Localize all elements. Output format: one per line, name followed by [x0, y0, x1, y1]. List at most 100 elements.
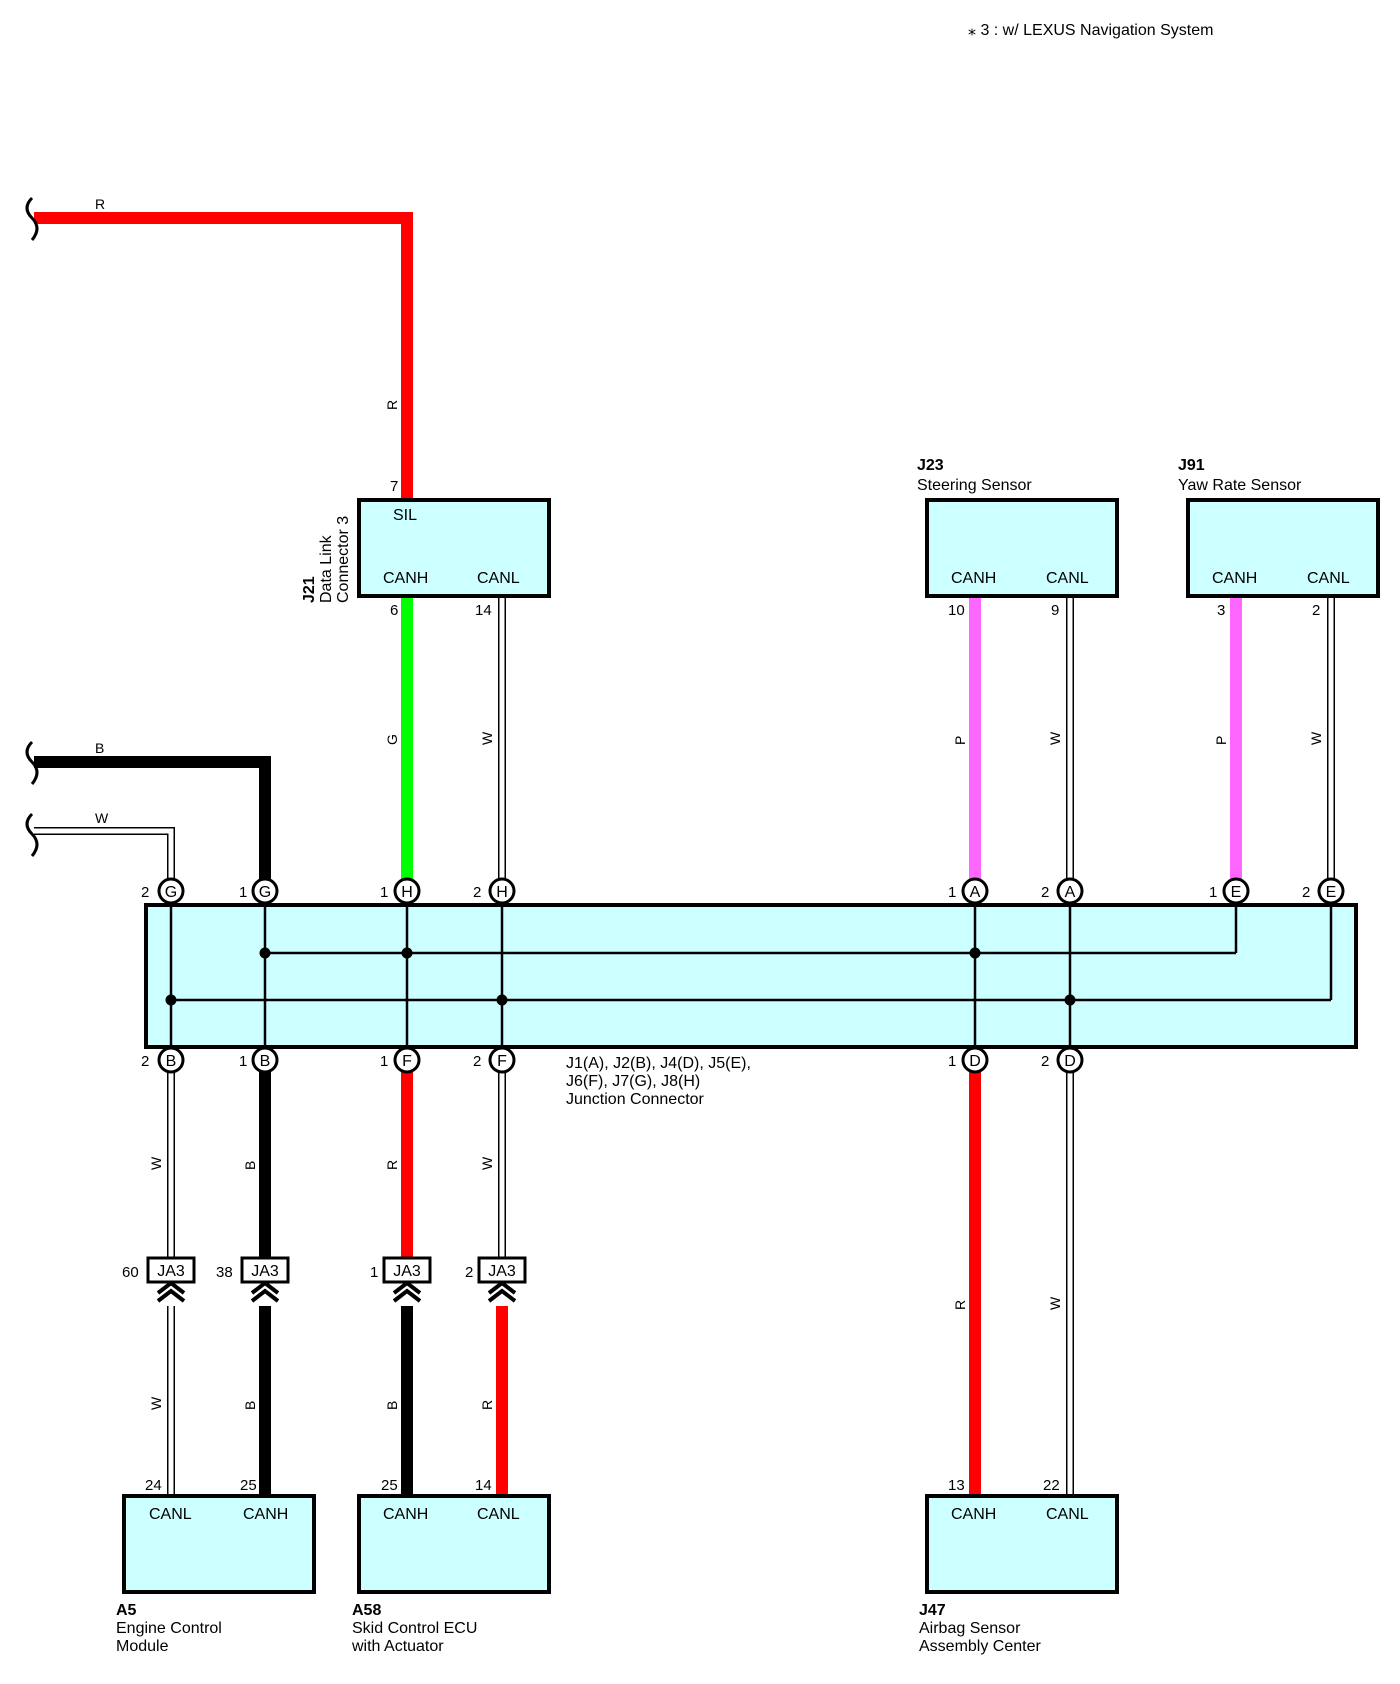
- wire-break-symbols: [25, 196, 39, 857]
- break-r: [25, 196, 39, 241]
- j91-pin-canh: 3: [1217, 602, 1225, 619]
- svg-text:B: B: [260, 1053, 271, 1070]
- junction-label-name: Junction Connector: [566, 1091, 705, 1108]
- j91-pin-canl: 2: [1312, 602, 1320, 619]
- a58-term-canl: CANL: [477, 1506, 520, 1523]
- j23-term-canl: CANL: [1046, 570, 1089, 587]
- svg-text:2: 2: [473, 1053, 481, 1070]
- a5-pin-canl: 24: [145, 1477, 162, 1494]
- junction-pin-2f: 2 F: [473, 1046, 516, 1074]
- svg-text:B: B: [166, 1053, 177, 1070]
- j21-term-sil: SIL: [393, 507, 417, 524]
- j91-code: J91: [1178, 457, 1205, 474]
- j47-term-canh: CANH: [951, 1506, 996, 1523]
- wire-r-top: [34, 212, 413, 500]
- svg-text:G: G: [165, 884, 177, 901]
- svg-text:1: 1: [239, 884, 247, 901]
- j21-name-line1: Data Link: [318, 534, 335, 603]
- j91-yaw-rate-sensor: J91 Yaw Rate Sensor CANH CANL 3 2: [1178, 457, 1380, 619]
- wire-label-r-a58: R: [479, 1400, 495, 1410]
- wire-label-r-1d: R: [952, 1300, 968, 1310]
- svg-text:E: E: [1326, 884, 1337, 901]
- j21-pin-canl: 14: [475, 602, 492, 619]
- a5-name-line2: Module: [116, 1638, 169, 1655]
- svg-text:A: A: [970, 884, 981, 901]
- svg-text:JA3: JA3: [251, 1263, 279, 1280]
- break-w: [25, 812, 39, 857]
- svg-text:H: H: [496, 884, 508, 901]
- junction-pin-2e: 2 E: [1302, 877, 1345, 905]
- a58-term-canh: CANH: [383, 1506, 428, 1523]
- junction-pin-1b: 1 B: [239, 1046, 279, 1074]
- svg-text:H: H: [401, 884, 413, 901]
- wire-label-b-left: B: [95, 740, 104, 756]
- svg-text:G: G: [259, 884, 271, 901]
- wire-label-r-1f: R: [384, 1160, 400, 1170]
- a5-engine-control-module: 24 25 CANL CANH A5 Engine Control Module: [116, 1477, 316, 1655]
- svg-text:1: 1: [380, 884, 388, 901]
- wire-label-w-j23: W: [1047, 731, 1063, 745]
- junction-pin-2a: 2 A: [1041, 877, 1084, 905]
- break-b: [25, 740, 39, 785]
- j21-pin-canh: 6: [390, 602, 398, 619]
- svg-text:A: A: [1065, 884, 1076, 901]
- junction-pin-1d: 1 D: [948, 1046, 989, 1074]
- svg-text:2: 2: [473, 884, 481, 901]
- svg-text:1: 1: [380, 1053, 388, 1070]
- wire-label-w-j21: W: [479, 731, 495, 745]
- wire-label-p-j91: P: [1213, 736, 1229, 745]
- wire-label-w-j91: W: [1308, 731, 1324, 745]
- wire-label-w-2f: W: [479, 1156, 495, 1170]
- svg-text:2: 2: [141, 884, 149, 901]
- svg-text:JA3: JA3: [157, 1263, 185, 1280]
- a58-name-line2: with Actuator: [351, 1638, 444, 1655]
- ja3-pin-2: 2 JA3: [465, 1256, 527, 1303]
- a58-pin-canl: 14: [475, 1477, 492, 1494]
- svg-text:E: E: [1231, 884, 1242, 901]
- junction-pin-1g: 1 G: [239, 877, 279, 905]
- a58-code: A58: [352, 1602, 381, 1619]
- wire-b-left: [34, 756, 271, 890]
- wire-label-b-a5: B: [242, 1401, 258, 1410]
- junction-label-line2: J6(F), J7(G), J8(H): [566, 1073, 700, 1090]
- svg-text:F: F: [402, 1053, 412, 1070]
- a5-name-line1: Engine Control: [116, 1620, 222, 1637]
- ja3-pin-38: 38 JA3: [216, 1256, 290, 1303]
- ja3-pin-1: 1 JA3: [370, 1256, 432, 1303]
- svg-text:60: 60: [122, 1264, 139, 1281]
- ja3-connectors: 60 JA3 38 JA3 1 JA3 2 JA3: [122, 1256, 527, 1303]
- svg-text:F: F: [497, 1053, 507, 1070]
- j23-code: J23: [917, 457, 944, 474]
- j91-term-canh: CANH: [1212, 570, 1257, 587]
- junction-pin-1e: 1 E: [1209, 877, 1250, 905]
- wire-label-w-2d: W: [1047, 1296, 1063, 1310]
- svg-text:2: 2: [1041, 884, 1049, 901]
- j91-name: Yaw Rate Sensor: [1178, 477, 1302, 494]
- j21-code: J21: [301, 576, 318, 603]
- junction-pin-1a: 1 A: [948, 877, 989, 905]
- wires: [34, 212, 1335, 1496]
- wire-label-b-1b: B: [242, 1161, 258, 1170]
- wire-label-w-a5: W: [148, 1396, 164, 1410]
- svg-text:JA3: JA3: [393, 1263, 421, 1280]
- j21-term-canh: CANH: [383, 570, 428, 587]
- junction-pin-2d: 2 D: [1041, 1046, 1084, 1074]
- junction-internal-lines: [169, 905, 1333, 1047]
- wire-label-w-2b: W: [148, 1156, 164, 1170]
- svg-text:1: 1: [948, 1053, 956, 1070]
- svg-text:1: 1: [239, 1053, 247, 1070]
- a58-name-line1: Skid Control ECU: [352, 1620, 477, 1637]
- j21-term-canl: CANL: [477, 570, 520, 587]
- junction-connector: J1(A), J2(B), J4(D), J5(E), J6(F), J7(G)…: [144, 903, 1358, 1108]
- junction-pin-1h: 1 H: [380, 877, 421, 905]
- svg-text:2: 2: [1041, 1053, 1049, 1070]
- j47-name-line1: Airbag Sensor: [919, 1620, 1021, 1637]
- junction-pin-1f: 1 F: [380, 1046, 421, 1074]
- wire-label-w-left: W: [95, 810, 109, 826]
- svg-text:JA3: JA3: [488, 1263, 516, 1280]
- j23-pin-canh: 10: [948, 602, 965, 619]
- j47-name-line2: Assembly Center: [919, 1638, 1041, 1655]
- junction-bottom-pins: 2 B 1 B 1 F 2 F 1 D 2 D: [141, 1046, 1084, 1074]
- j21-data-link-connector: 7 SIL CANH CANL 6 14 J21 Data Link Conne…: [301, 478, 551, 619]
